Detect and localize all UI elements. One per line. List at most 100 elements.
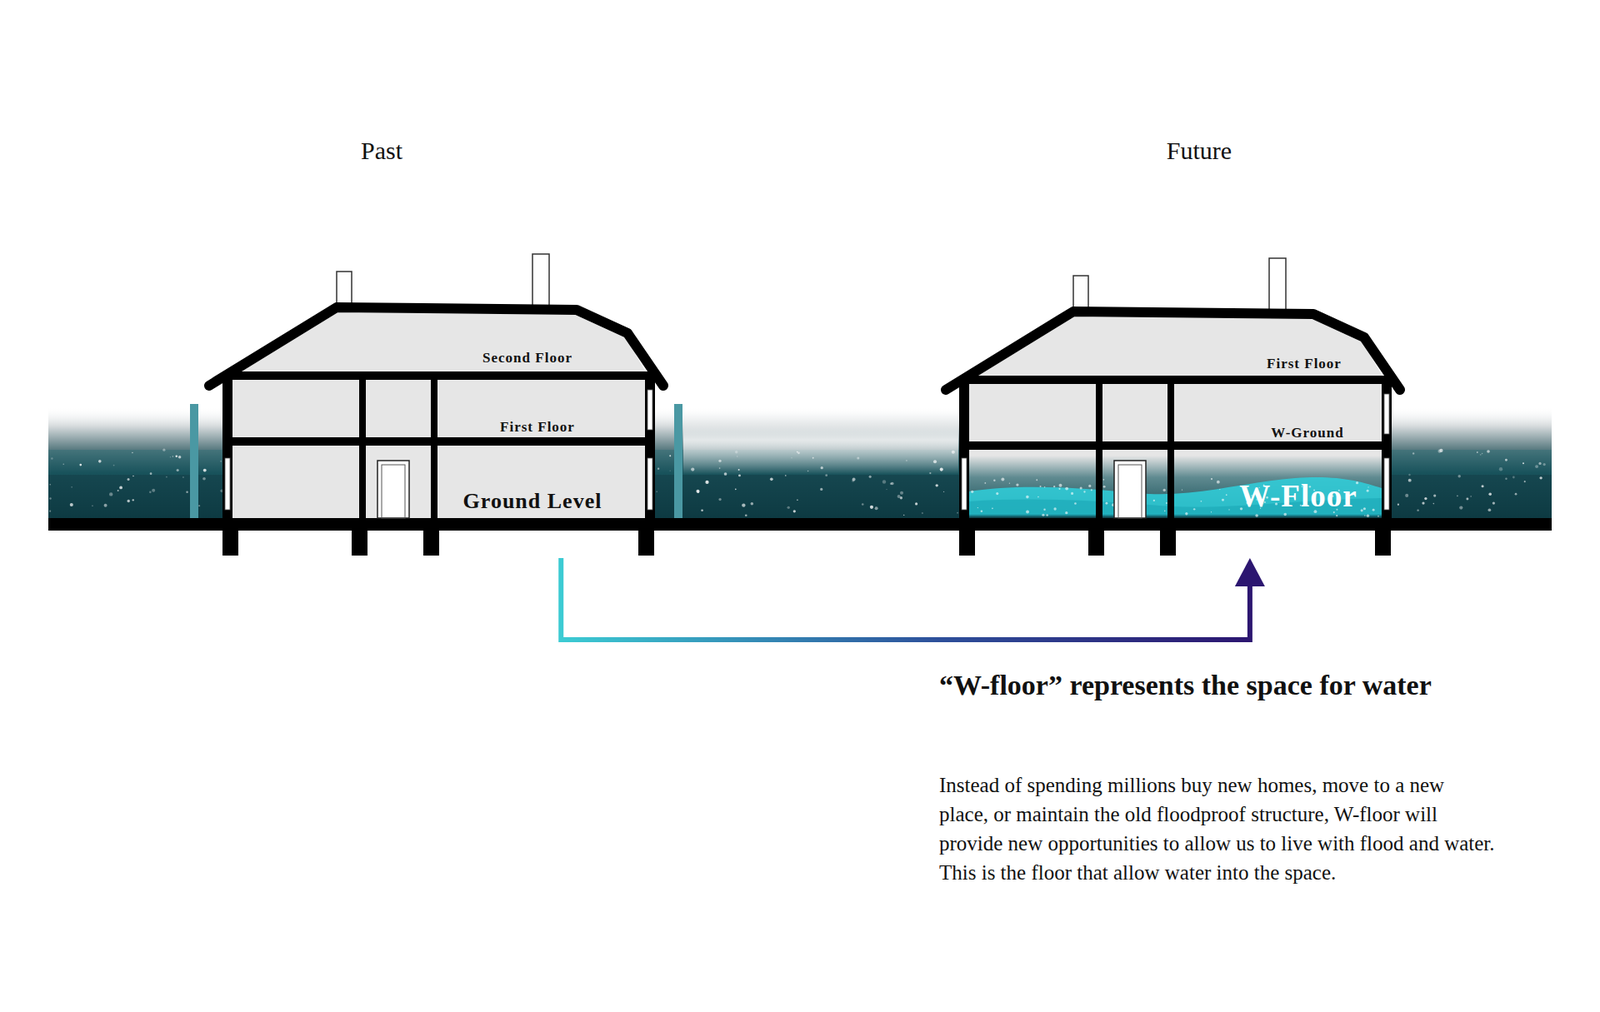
floor-label: Ground Level bbox=[463, 490, 603, 515]
water-sparkle bbox=[1505, 477, 1507, 480]
water-sparkle bbox=[1499, 467, 1503, 471]
water-sparkle bbox=[1228, 509, 1230, 510]
window-slit bbox=[961, 458, 967, 510]
water-sparkle bbox=[198, 505, 200, 507]
water-sparkle bbox=[790, 457, 792, 459]
water-sparkle bbox=[50, 457, 53, 460]
window-slit bbox=[1384, 394, 1390, 435]
water-sparkle bbox=[127, 478, 130, 481]
water-sparkle bbox=[797, 451, 800, 455]
floor-label: Second Floor bbox=[482, 350, 573, 367]
water-sparkle bbox=[1163, 489, 1166, 492]
water-sparkle bbox=[657, 468, 660, 470]
chimney bbox=[1269, 258, 1286, 314]
water-sparkle bbox=[825, 474, 828, 477]
water-sparkle bbox=[984, 482, 986, 485]
period-heading: Future bbox=[1166, 136, 1232, 165]
interior-wall bbox=[359, 375, 366, 519]
water-sparkle bbox=[933, 460, 937, 464]
window-slit bbox=[647, 458, 653, 510]
water-sparkle bbox=[1377, 515, 1380, 518]
water-sparkle bbox=[1397, 504, 1400, 506]
water-sparkle bbox=[91, 505, 94, 507]
water-sparkle bbox=[1153, 500, 1155, 502]
door-panel bbox=[381, 465, 405, 519]
water-sparkle bbox=[1433, 494, 1436, 497]
water-sparkle bbox=[49, 484, 50, 485]
floor-slab bbox=[959, 375, 1392, 385]
water-sparkle bbox=[1059, 484, 1063, 488]
water-sparkle bbox=[1221, 499, 1225, 502]
water-sparkle bbox=[131, 452, 133, 454]
foundation-pier bbox=[1375, 530, 1391, 556]
water-sparkle bbox=[132, 499, 135, 501]
water-sparkle bbox=[70, 486, 72, 488]
water-sparkle bbox=[1090, 489, 1093, 491]
water-sparkle bbox=[1043, 509, 1045, 511]
foundation-pier bbox=[959, 530, 975, 556]
water-sparkle bbox=[1080, 487, 1083, 490]
water-sparkle bbox=[162, 449, 165, 452]
water-sparkle bbox=[1210, 511, 1212, 513]
water-sparkle bbox=[718, 460, 721, 463]
water-sparkle bbox=[1185, 512, 1188, 515]
water-sparkle bbox=[1524, 480, 1526, 483]
water-sparkle bbox=[1476, 451, 1479, 454]
water-sparkle bbox=[1216, 480, 1220, 485]
water-sparkle bbox=[735, 450, 738, 454]
water-sparkle bbox=[1364, 515, 1366, 517]
water-sparkle bbox=[1360, 509, 1364, 512]
door bbox=[377, 460, 410, 519]
water-sparkle bbox=[1255, 514, 1259, 518]
water-sparkle bbox=[117, 490, 120, 492]
water-sparkle bbox=[182, 476, 184, 478]
roof bbox=[945, 311, 1400, 390]
water-sparkle bbox=[736, 455, 738, 457]
water-sparkle bbox=[119, 486, 123, 490]
water-sparkle bbox=[1367, 486, 1369, 488]
foundation-pier bbox=[423, 530, 440, 556]
flood-barrier bbox=[190, 404, 199, 519]
water-sparkle bbox=[1335, 515, 1338, 517]
water-sparkle bbox=[1053, 485, 1055, 488]
foundation-pier bbox=[1160, 530, 1176, 556]
chimney bbox=[532, 254, 550, 310]
water-sparkle bbox=[70, 503, 74, 507]
water-sparkle bbox=[49, 497, 51, 500]
water-sparkle bbox=[1037, 496, 1040, 499]
water-sparkle bbox=[1164, 510, 1166, 513]
water-sparkle bbox=[1408, 479, 1412, 483]
water-sparkle bbox=[165, 476, 168, 479]
water-sparkle bbox=[905, 460, 908, 462]
water-sparkle bbox=[724, 472, 728, 476]
water-sparkle bbox=[1219, 489, 1220, 490]
water-sparkle bbox=[1283, 513, 1287, 517]
water-sparkle bbox=[750, 502, 755, 506]
water-sparkle bbox=[875, 506, 879, 510]
water-sparkle bbox=[738, 469, 740, 471]
water-sparkle bbox=[796, 500, 799, 502]
water-sparkle bbox=[113, 465, 115, 467]
water-sparkle bbox=[719, 467, 721, 470]
floor-label: W-Ground bbox=[1270, 425, 1344, 442]
water-sparkle bbox=[741, 503, 745, 507]
water-sparkle bbox=[870, 505, 874, 510]
water-sparkle bbox=[1105, 502, 1108, 505]
callout-body: Instead of spending millions buy new hom… bbox=[939, 770, 1498, 888]
water-sparkle bbox=[170, 456, 171, 458]
water-sparkle bbox=[903, 515, 905, 516]
water-sparkle bbox=[175, 455, 178, 458]
house-interior bbox=[963, 316, 1387, 519]
water-sparkle bbox=[1405, 494, 1409, 498]
interior-wall bbox=[1167, 380, 1175, 519]
outer-wall bbox=[959, 383, 970, 519]
water-sparkle bbox=[1058, 488, 1060, 490]
water-sparkle bbox=[812, 457, 815, 460]
water-sparkle bbox=[1437, 450, 1441, 454]
water-sparkle bbox=[63, 464, 65, 465]
outer-wall bbox=[645, 379, 655, 519]
period-heading: Past bbox=[360, 136, 403, 165]
door-panel bbox=[1118, 465, 1142, 519]
water-sparkle bbox=[1200, 500, 1203, 503]
house-section: PastSecond FloorFirst FloorGround Level bbox=[183, 125, 692, 559]
